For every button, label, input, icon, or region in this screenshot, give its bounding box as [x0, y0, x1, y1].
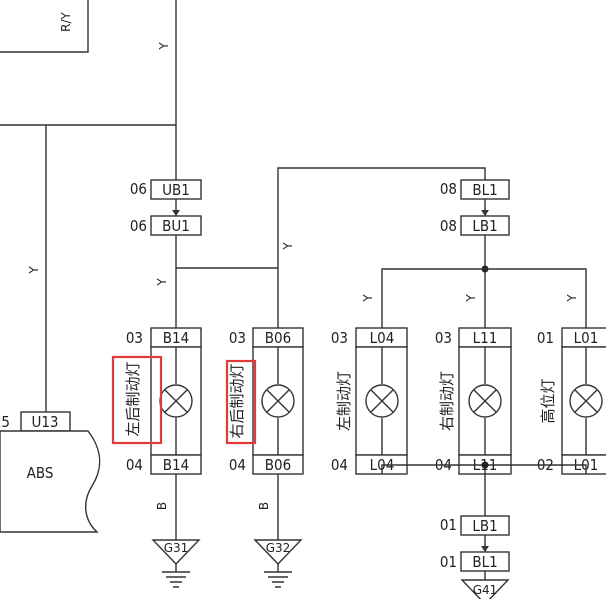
bl1-top-pin: 08: [440, 180, 457, 198]
lamp1-name: 左后制动灯: [124, 361, 142, 436]
lamp-right-brake: 03 L11 04 L11 右制动灯: [435, 327, 512, 475]
lamp-high-mount: 01 L01 02 L01 高位灯: [537, 327, 606, 475]
splice-dot-bottom: [481, 461, 489, 469]
ground-g41: G41: [460, 579, 510, 599]
abs-pin: 15: [0, 413, 10, 431]
highlight-box-1: [111, 355, 163, 445]
bl1-bottom-label: BL1: [472, 553, 497, 571]
ground-g32-label: G32: [266, 541, 291, 555]
wire-color-y-3: Y: [281, 242, 295, 251]
ground-icon: [162, 564, 190, 588]
wire-top-bus: [381, 268, 587, 328]
lamp5-top-pin: 01: [537, 329, 554, 347]
bl1-bottom-pin: 01: [440, 553, 457, 571]
lamp2-top-pin: 03: [229, 329, 246, 347]
lamp4-top-pin: 03: [435, 329, 452, 347]
wire-color-y-5: Y: [464, 294, 478, 303]
highlight-box-2: [225, 359, 257, 445]
wire-color-b-2: B: [257, 502, 271, 510]
arrow-down-icon: [481, 546, 489, 552]
wire-to-b06: [176, 267, 279, 328]
upper-left-module-outline: [0, 0, 89, 53]
ground-g32: G32: [253, 539, 303, 588]
lamp-left-rear-brake: 03 B14 04 B14 左后制动灯: [111, 327, 202, 475]
lamp5-name: 高位灯: [539, 378, 557, 423]
lamp2-name: 右后制动灯: [228, 363, 246, 438]
lamp1-bottom-label: B14: [163, 456, 189, 474]
abs-label: ABS: [27, 464, 54, 482]
lamp3-top-pin: 03: [331, 329, 348, 347]
lamp2-bottom-pin: 04: [229, 456, 246, 474]
lb1-bottom-pin: 01: [440, 516, 457, 534]
connector-label-ry: R/Y: [59, 11, 73, 31]
ground-icon: [264, 564, 292, 588]
ub1-pin: 06: [130, 180, 147, 198]
wire-color-y-6: Y: [565, 294, 579, 303]
ground-g31-label: G31: [164, 541, 189, 555]
arrow-down-icon: [172, 210, 180, 216]
lb1-top-pin: 08: [440, 217, 457, 235]
lb1-top-label: LB1: [472, 217, 497, 235]
lb1-bottom-label: LB1: [472, 517, 497, 535]
lamp4-name: 右制动灯: [438, 371, 456, 431]
lamp5-top-label: L01: [574, 329, 599, 347]
ground-g41-label: G41: [473, 583, 498, 597]
bu1-label: BU1: [162, 217, 190, 235]
abs-module: [0, 430, 101, 533]
lamp4-top-label: L11: [473, 329, 498, 347]
wire-color-y-2: Y: [155, 278, 169, 287]
wire-color-y-abs: Y: [27, 266, 41, 275]
lamp2-top-label: B06: [265, 329, 291, 347]
lamp2-bottom-label: B06: [265, 456, 291, 474]
wire-color-b-1: B: [155, 502, 169, 510]
lamp1-bottom-pin: 04: [126, 456, 143, 474]
bl1-top-label: BL1: [472, 181, 497, 199]
lamp3-top-label: L04: [370, 329, 395, 347]
ground-g31: G31: [151, 539, 201, 588]
lamp3-name: 左制动灯: [335, 371, 353, 431]
lamp3-bottom-pin: 04: [331, 456, 348, 474]
arrow-down-icon: [481, 210, 489, 216]
lamp1-top-label: B14: [163, 329, 189, 347]
ub1-label: UB1: [162, 181, 190, 199]
wire-color-y-1: Y: [157, 42, 171, 51]
lamp-left-brake: 03 L04 04 L04 左制动灯: [331, 327, 408, 475]
abs-connector-label: U13: [31, 413, 58, 431]
bu1-pin: 06: [130, 217, 147, 235]
lamp-right-rear-brake: 03 B06 04 B06 右后制动灯: [225, 327, 304, 475]
wire-color-y-4: Y: [361, 294, 375, 303]
wire-to-bl1: [277, 167, 486, 268]
lamp1-top-pin: 03: [126, 329, 143, 347]
